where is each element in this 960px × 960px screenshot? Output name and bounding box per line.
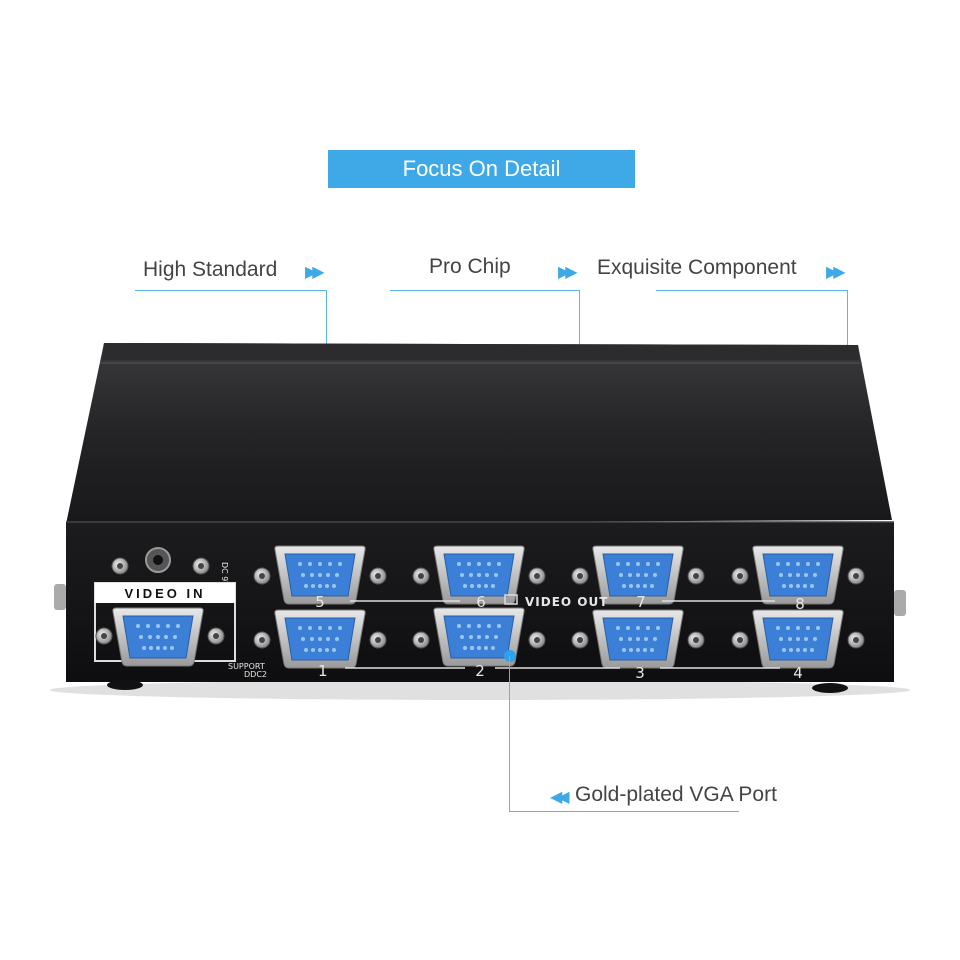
port-number-3: 3 — [635, 664, 645, 682]
video-out-label: VIDEO OUT — [525, 595, 608, 609]
port-number-7: 7 — [636, 593, 646, 611]
port-number-6: 6 — [476, 593, 486, 611]
callout-line-pro-chip — [390, 290, 580, 291]
port-number-4: 4 — [793, 664, 803, 682]
power-label: DC 9V — [220, 562, 229, 587]
banner-text: Focus On Detail — [402, 156, 561, 181]
port-number-8: 8 — [795, 595, 805, 613]
port-number-2: 2 — [475, 662, 485, 680]
video-in-label: VIDEO IN — [124, 586, 205, 601]
focus-on-detail-banner: Focus On Detail — [328, 150, 635, 188]
callout-exquisite-component: Exquisite Component — [597, 256, 797, 279]
support-label: SUPPORT — [228, 662, 265, 671]
callout-gold-plated-port: Gold-plated VGA Port — [575, 783, 777, 806]
callout-line-gold-plated-port-down — [509, 656, 510, 812]
callout-line-high-standard — [135, 290, 327, 291]
callout-line-gold-plated-port — [509, 811, 739, 812]
monitor-icon — [504, 594, 518, 605]
double-arrow-left-icon: ◀◀ — [550, 789, 569, 806]
ddc2-label: DDC2 — [244, 670, 267, 679]
device-top-surface — [66, 343, 892, 524]
callout-high-standard: High Standard — [143, 258, 278, 281]
video-in-port — [112, 607, 204, 667]
callout-line-exquisite-component — [656, 290, 848, 291]
port-number-5: 5 — [315, 593, 325, 611]
callout-pro-chip: Pro Chip — [429, 255, 511, 278]
callout-dot-gold-plated-port — [504, 650, 516, 662]
port-number-1: 1 — [318, 662, 328, 680]
